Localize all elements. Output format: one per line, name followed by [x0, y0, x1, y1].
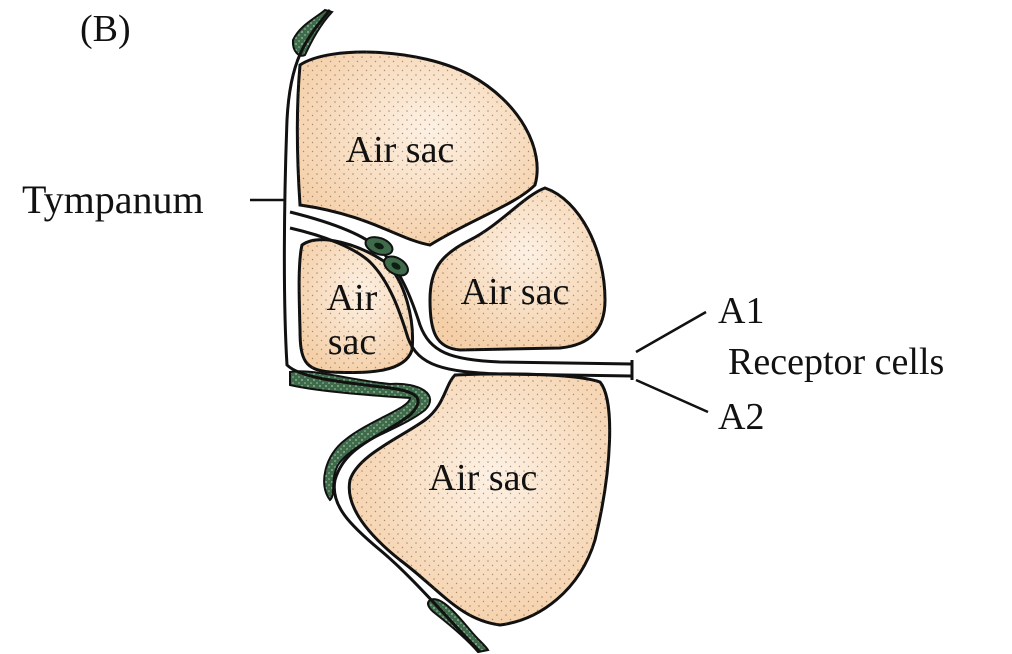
a2-leader [636, 380, 708, 412]
air-sac-small-left-label-2: sac [328, 321, 377, 363]
panel-label: (B) [80, 10, 131, 48]
a1-leader [636, 312, 706, 352]
air-sac-lower-label: Air sac [429, 457, 538, 499]
tympanum-label: Tympanum [22, 180, 204, 220]
a1-label: A1 [718, 292, 764, 330]
air-sac-middle-right-label: Air sac [461, 271, 570, 313]
receptor-cells-label: Receptor cells [728, 343, 944, 381]
air-sac-small-left-label-1: Air [327, 277, 378, 319]
a2-label: A2 [718, 398, 764, 436]
air-sac-upper-label: Air sac [346, 129, 455, 171]
